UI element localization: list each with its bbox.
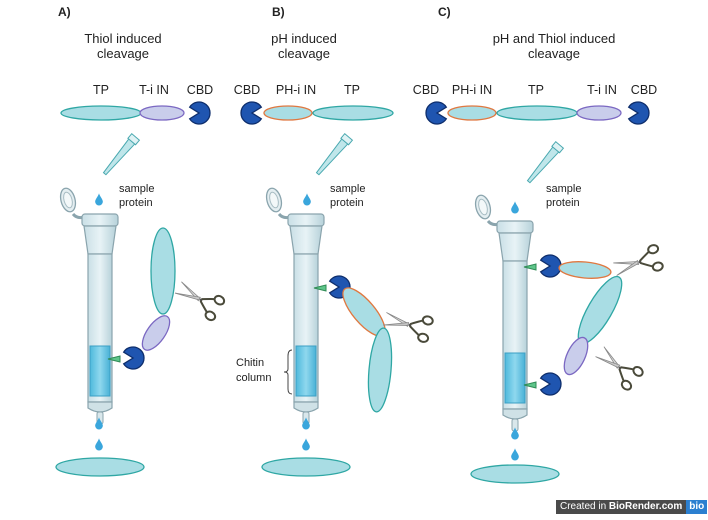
pipette-icon: [102, 133, 141, 176]
scissors-icon: [595, 346, 644, 391]
sample-label: protein: [119, 197, 153, 209]
domain-label-cbd: CBD: [234, 83, 260, 97]
water-drop-icon: [95, 193, 103, 206]
tp-domain: [312, 105, 394, 121]
biorender-logo: bio: [686, 500, 708, 514]
chromatography-column-icon: [59, 187, 119, 425]
tp-domain: [577, 275, 623, 345]
water-drop-icon: [511, 201, 519, 214]
pipette-icon: [315, 133, 354, 176]
scissors-icon: [174, 281, 226, 322]
column-label: Chitin: [236, 357, 264, 369]
ti-intein-domain: [563, 336, 589, 376]
cbd-domain: [539, 254, 562, 278]
ph-intein-domain: [447, 105, 497, 121]
domain-label-ti-in: T-i IN: [139, 83, 169, 97]
purified-protein: [55, 457, 145, 477]
water-drop-icon: [302, 438, 310, 451]
column-bracket: [283, 349, 293, 395]
tp-domain: [150, 227, 176, 315]
domain-label-tp: TP: [528, 83, 544, 97]
chitin-bead: [107, 355, 121, 363]
domain-label-tp: TP: [93, 83, 109, 97]
water-drop-icon: [511, 448, 519, 461]
water-drop-icon: [511, 427, 519, 440]
chitin-bead: [523, 381, 537, 389]
panel-a-title-line: Thiol induced: [84, 31, 161, 46]
tp-domain: [367, 327, 393, 413]
water-drop-icon: [95, 417, 103, 430]
cbd-domain: [425, 101, 448, 125]
domain-label-ph-in: PH-i IN: [276, 83, 316, 97]
chitin-bead: [313, 284, 327, 292]
cbd-domain: [240, 101, 263, 125]
ph-intein-domain: [558, 261, 612, 279]
sample-label: protein: [330, 197, 364, 209]
purified-protein: [470, 464, 560, 484]
sample-label: sample: [330, 183, 365, 195]
domain-label-ti-in: T-i IN: [587, 83, 617, 97]
panel-c-title-line: cleavage: [528, 46, 580, 61]
domain-label-tp: TP: [344, 83, 360, 97]
ti-intein-domain: [139, 105, 185, 121]
chitin-bead: [523, 263, 537, 271]
water-drop-icon: [95, 438, 103, 451]
pipette-icon: [526, 141, 565, 184]
tp-domain: [496, 105, 578, 121]
water-drop-icon: [303, 193, 311, 206]
ph-intein-domain: [263, 105, 313, 121]
chromatography-column-icon: [265, 187, 325, 425]
domain-label-cbd: CBD: [413, 83, 439, 97]
sample-label: protein: [546, 197, 580, 209]
biorender-credit: Created in BioRender.com: [556, 500, 687, 514]
panel-c-letter: C): [438, 5, 451, 19]
cbd-domain: [539, 372, 562, 396]
panel-b-title-line: cleavage: [278, 46, 330, 61]
tp-domain: [60, 105, 142, 121]
ti-intein-domain: [576, 105, 622, 121]
domain-label-cbd: CBD: [187, 83, 213, 97]
cbd-domain: [122, 346, 145, 370]
panel-a-letter: A): [58, 5, 71, 19]
water-drop-icon: [302, 417, 310, 430]
scissors-icon: [383, 312, 434, 343]
ti-intein-domain: [141, 315, 171, 351]
domain-label-cbd: CBD: [631, 83, 657, 97]
scissors-icon: [613, 244, 664, 276]
biorender-badge[interactable]: Created in BioRender.com bio: [556, 500, 708, 514]
cbd-domain: [627, 101, 650, 125]
domain-label-ph-in: PH-i IN: [452, 83, 492, 97]
sample-label: sample: [546, 183, 581, 195]
panel-c-title-line: pH and Thiol induced: [493, 31, 616, 46]
purified-protein: [261, 457, 351, 477]
panel-b-title-line: pH induced: [271, 31, 337, 46]
column-label: column: [236, 372, 271, 384]
panel-b-letter: B): [272, 5, 285, 19]
sample-label: sample: [119, 183, 154, 195]
panel-a-title-line: cleavage: [97, 46, 149, 61]
chromatography-column-icon: [474, 194, 534, 432]
cbd-domain: [188, 101, 211, 125]
